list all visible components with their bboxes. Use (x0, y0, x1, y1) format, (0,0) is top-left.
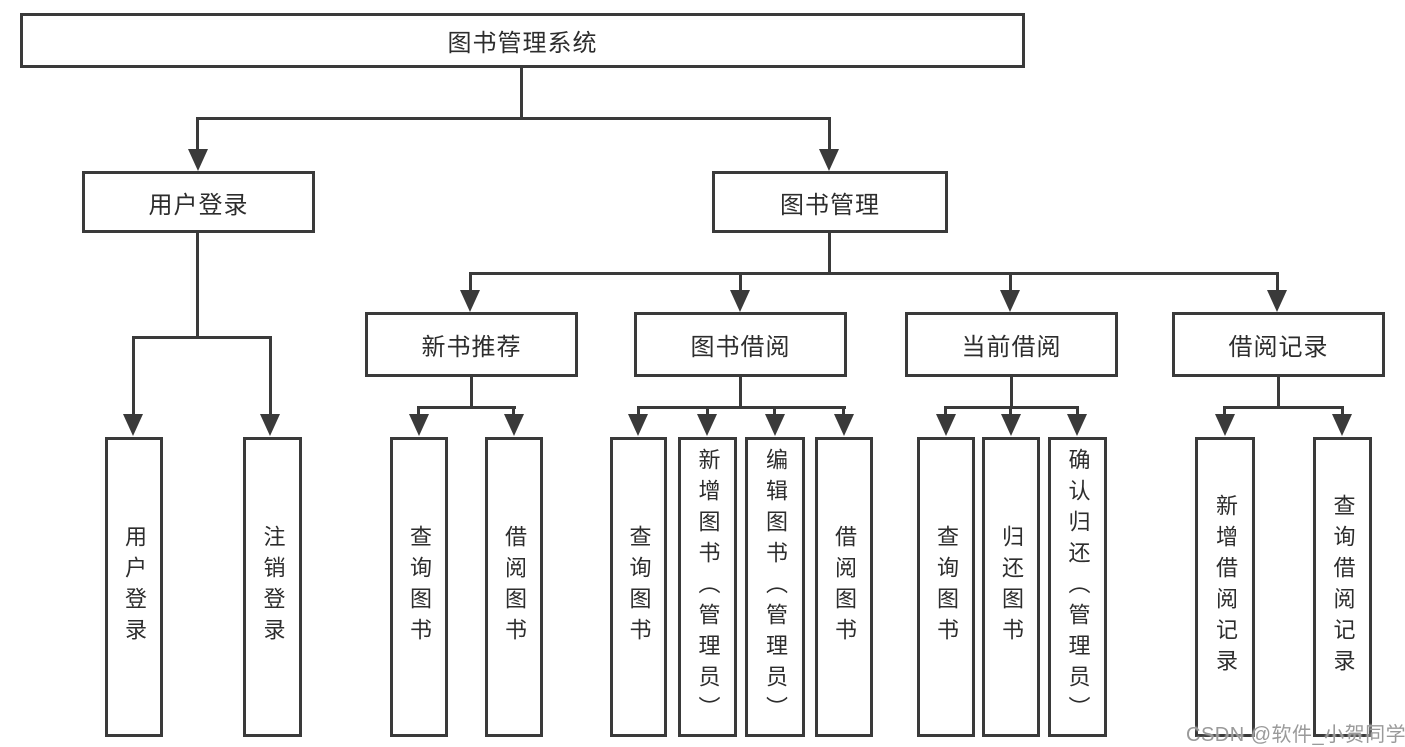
arrowhead-icon (409, 414, 429, 436)
connector-hline (1223, 406, 1344, 409)
node-book-borrowing: 图书借阅 (634, 312, 847, 377)
node-leaf-edit-books-admin-label: 编辑图书（管理员） (763, 447, 788, 727)
connector-vline (196, 233, 199, 339)
connector-vline (828, 117, 831, 152)
arrowhead-icon (504, 414, 524, 436)
node-leaf-add-books-admin: 新增图书（管理员） (678, 437, 737, 737)
node-root: 图书管理系统 (20, 13, 1025, 68)
connector-vline (739, 272, 742, 294)
node-leaf-add-borrow-record-label: 新增借阅记录 (1213, 494, 1238, 680)
node-borrowing-records: 借阅记录 (1172, 312, 1385, 377)
connector-vline (1341, 406, 1344, 420)
connector-vline (512, 406, 515, 420)
connector-vline (1223, 406, 1226, 420)
arrowhead-icon (1215, 414, 1235, 436)
connector-hline (417, 406, 516, 409)
arrowhead-icon (1067, 414, 1087, 436)
node-leaf-query-borrow-record: 查询借阅记录 (1313, 437, 1372, 737)
node-leaf-return-books: 归还图书 (982, 437, 1040, 737)
arrowhead-icon (1000, 290, 1020, 312)
connector-vline (417, 406, 420, 420)
node-leaf-confirm-return-admin-label: 确认归还（管理员） (1065, 447, 1091, 727)
connector-hline (132, 336, 272, 339)
node-user-login-branch-label: 用户登录 (148, 191, 249, 219)
node-leaf-return-books-label: 归还图书 (999, 525, 1024, 649)
connector-vline (637, 406, 640, 420)
node-leaf-confirm-return-admin: 确认归还（管理员） (1048, 437, 1107, 737)
node-leaf-query-books-borrowing-label: 查询图书 (626, 525, 652, 649)
connector-vline (269, 336, 272, 416)
connector-vline (1009, 406, 1012, 420)
node-leaf-query-books-recommend-label: 查询图书 (407, 525, 432, 649)
connector-vline (520, 68, 523, 120)
csdn-watermark: CSDN @软件_小贺同学 (1186, 724, 1405, 746)
arrowhead-icon (1001, 414, 1021, 436)
node-leaf-add-borrow-record: 新增借阅记录 (1195, 437, 1255, 737)
arrowhead-icon (460, 290, 480, 312)
node-leaf-query-books-recommend: 查询图书 (390, 437, 448, 737)
connector-vline (470, 377, 473, 409)
arrowhead-icon (1267, 290, 1287, 312)
node-leaf-query-borrow-record-label: 查询借阅记录 (1330, 494, 1356, 680)
connector-vline (1009, 272, 1012, 294)
node-leaf-query-books-current: 查询图书 (917, 437, 975, 737)
node-book-borrowing-label: 图书借阅 (690, 334, 791, 361)
connector-vline (196, 117, 199, 152)
connector-vline (1277, 377, 1280, 409)
node-leaf-borrow-books-recommend-label: 借阅图书 (502, 525, 527, 649)
connector-vline (1010, 377, 1013, 409)
node-borrowing-records-label: 借阅记录 (1228, 334, 1329, 361)
node-book-management-label: 图书管理 (780, 191, 880, 219)
node-leaf-edit-books-admin: 编辑图书（管理员） (745, 437, 805, 737)
node-leaf-query-books-current-label: 查询图书 (934, 525, 959, 649)
node-leaf-add-books-admin-label: 新增图书（管理员） (695, 447, 721, 727)
arrowhead-icon (730, 290, 750, 312)
connector-hline (196, 117, 831, 120)
connector-vline (828, 232, 831, 275)
node-user-login-branch: 用户登录 (82, 171, 315, 233)
node-leaf-query-books-borrowing: 查询图书 (610, 437, 667, 737)
node-current-borrowing: 当前借阅 (905, 312, 1118, 377)
connector-vline (739, 377, 742, 409)
arrowhead-icon (123, 414, 143, 436)
connector-vline (1076, 406, 1079, 420)
connector-vline (1276, 272, 1279, 294)
connector-vline (132, 336, 135, 416)
arrowhead-icon (834, 414, 854, 436)
arrowhead-icon (188, 149, 208, 171)
arrowhead-icon (936, 414, 956, 436)
node-leaf-logout: 注销登录 (243, 437, 302, 737)
node-leaf-borrow-books-recommend: 借阅图书 (485, 437, 543, 737)
node-leaf-borrow-books: 借阅图书 (815, 437, 873, 737)
connector-hline (469, 272, 1279, 275)
arrowhead-icon (628, 414, 648, 436)
node-leaf-user-login: 用户登录 (105, 437, 163, 737)
connector-vline (773, 406, 776, 420)
node-leaf-logout-label: 注销登录 (260, 525, 286, 649)
node-new-book-recommend: 新书推荐 (365, 312, 578, 377)
connector-vline (706, 406, 709, 420)
connector-vline (842, 406, 845, 420)
node-current-borrowing-label: 当前借阅 (961, 334, 1062, 361)
node-root-label: 图书管理系统 (447, 30, 598, 57)
node-book-management: 图书管理 (712, 171, 948, 233)
node-new-book-recommend-label: 新书推荐 (421, 334, 522, 361)
node-leaf-user-login-label: 用户登录 (122, 525, 147, 649)
arrowhead-icon (1332, 414, 1352, 436)
connector-vline (469, 272, 472, 294)
arrowhead-icon (260, 414, 280, 436)
connector-hline (637, 406, 846, 409)
connector-vline (944, 406, 947, 420)
arrowhead-icon (697, 414, 717, 436)
arrowhead-icon (765, 414, 785, 436)
node-leaf-borrow-books-label: 借阅图书 (832, 525, 857, 649)
arrowhead-icon (819, 149, 839, 171)
